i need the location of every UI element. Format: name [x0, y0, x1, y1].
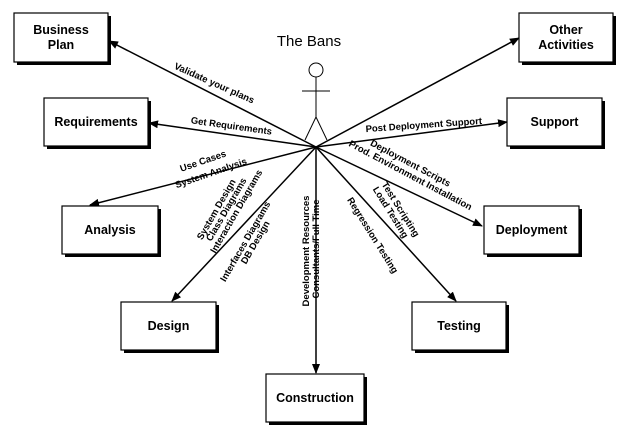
box-label-support: Support	[531, 115, 580, 129]
box-label-testing: Testing	[437, 319, 481, 333]
box-design: Design	[120, 301, 219, 353]
edge-arrow-design	[171, 146, 317, 302]
edge-arrow-testing	[315, 146, 457, 302]
edge-label-business-plan: Validate your plans	[172, 61, 256, 106]
box-requirements: Requirements	[43, 97, 151, 149]
box-label-construction: Construction	[276, 391, 354, 405]
diagram-title: The Bans	[277, 33, 341, 50]
box-construction: Construction	[265, 373, 367, 425]
box-label-business-plan: Plan	[48, 38, 74, 52]
box-label-other-activities: Activities	[538, 38, 594, 52]
box-label-requirements: Requirements	[54, 115, 137, 129]
box-label-business-plan: Business	[33, 23, 89, 37]
edge-arrow-business-plan	[108, 40, 317, 148]
box-support: Support	[506, 97, 605, 149]
box-testing: Testing	[411, 301, 509, 353]
edge-arrow-other-activities	[315, 37, 520, 148]
box-label-other-activities: Other	[549, 23, 582, 37]
edge-label-construction: Consultants/Full Time	[311, 199, 322, 298]
edge-label-construction: Development Resources	[301, 196, 312, 307]
edge-arrow-analysis	[89, 146, 317, 207]
box-deployment: Deployment	[483, 205, 582, 257]
edge-arrow-requirements	[148, 120, 317, 148]
stick-figure-actor-icon	[302, 62, 330, 141]
box-label-deployment: Deployment	[496, 223, 568, 237]
edge-arrow-deployment	[315, 146, 483, 227]
box-label-design: Design	[148, 319, 190, 333]
box-analysis: Analysis	[61, 205, 161, 257]
edge-arrow-support	[315, 119, 508, 148]
box-label-analysis: Analysis	[84, 223, 135, 237]
edges-group	[89, 37, 520, 374]
